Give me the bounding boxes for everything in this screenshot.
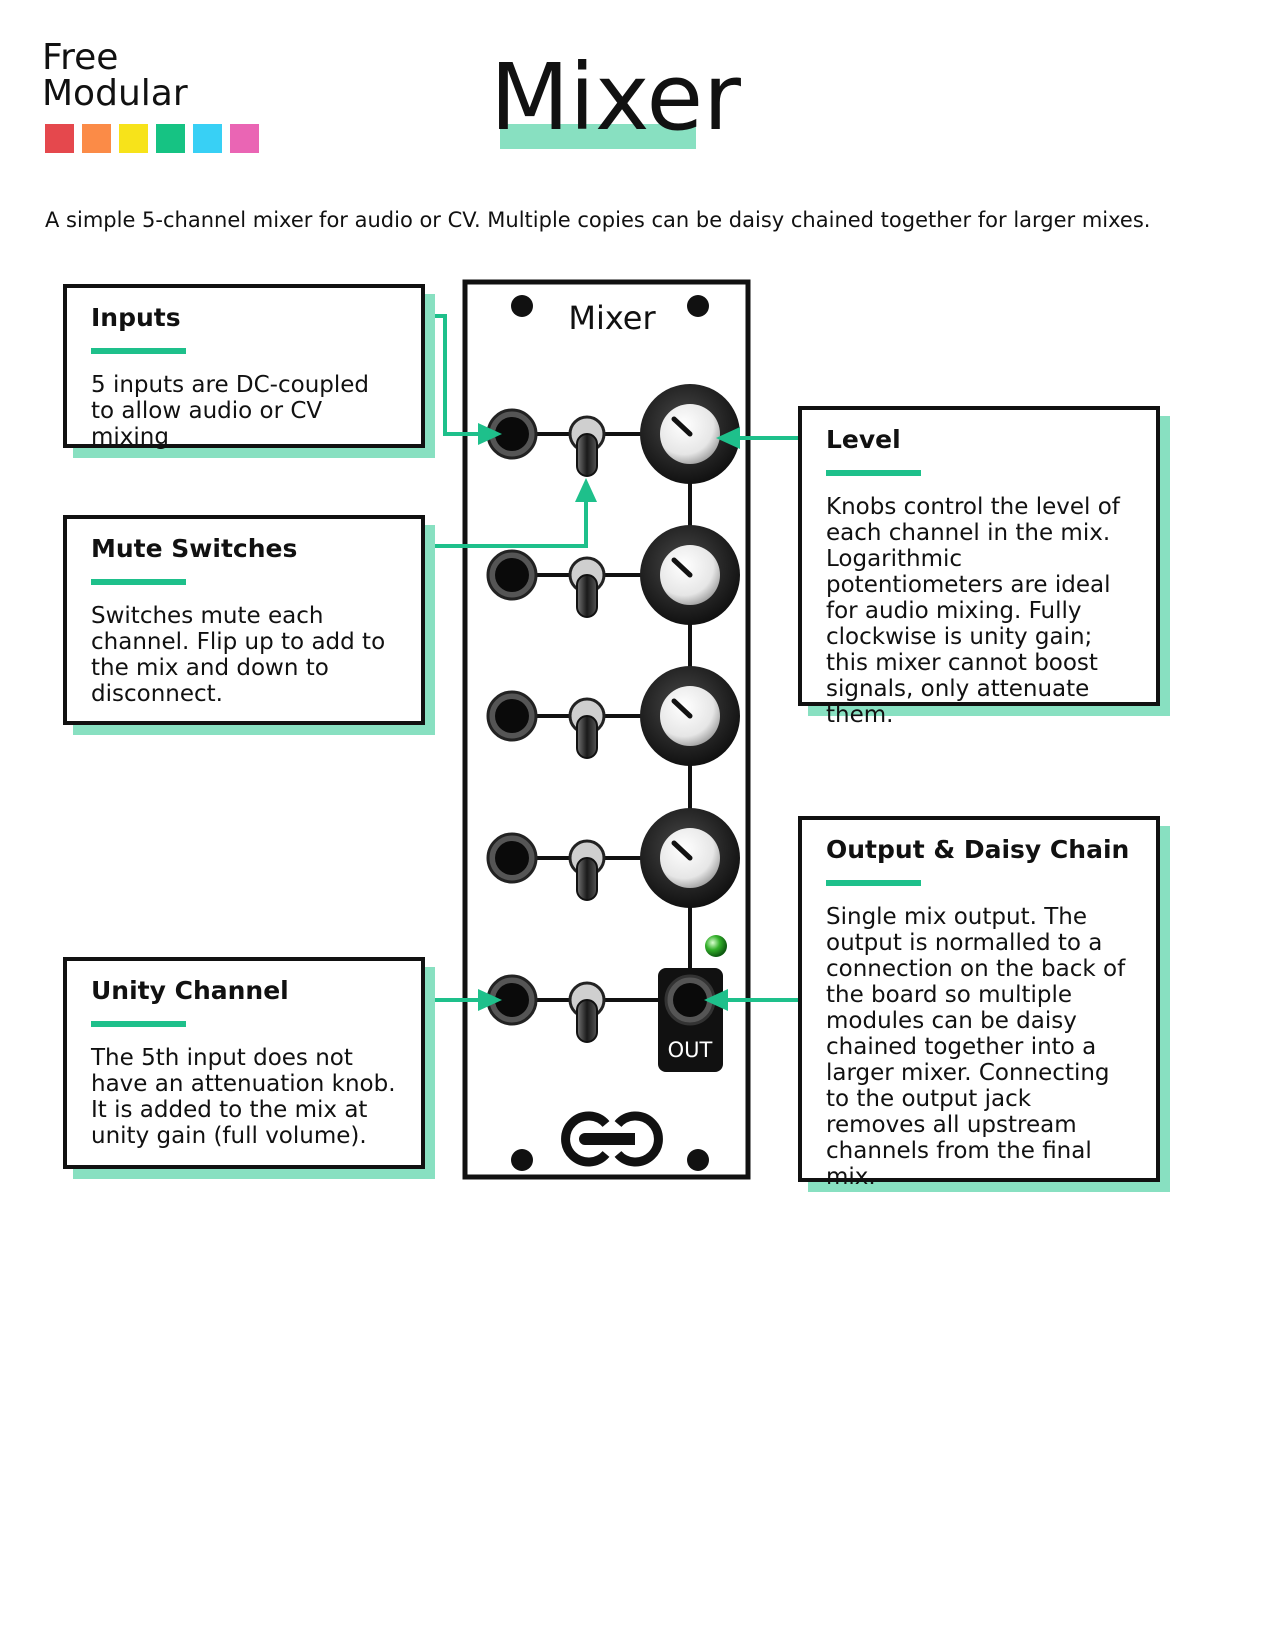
swatch-green — [156, 124, 185, 153]
callout-inputs: Inputs 5 inputs are DC-coupled to allow … — [63, 284, 425, 450]
swatch-yellow — [119, 124, 148, 153]
callout-level: Level Knobs control the level of each ch… — [798, 406, 1160, 728]
mounting-hole-top-right — [687, 295, 709, 317]
callout-title: Mute Switches — [91, 534, 298, 563]
callout-accent-bar — [826, 880, 921, 886]
arrow-output — [704, 989, 798, 1011]
input-jack-4[interactable] — [486, 832, 538, 884]
mute-switch-3[interactable] — [568, 697, 606, 759]
arrow-level — [716, 427, 798, 449]
page-description: A simple 5-channel mixer for audio or CV… — [45, 208, 1151, 232]
input-jack-5[interactable] — [486, 974, 538, 1026]
input-jack-1[interactable] — [486, 408, 538, 460]
callout-text: Knobs control the level of each channel … — [826, 494, 1120, 728]
callout-text: 5 inputs are DC-coupled to allow audio o… — [91, 372, 370, 450]
brand-line-1: Free — [42, 37, 119, 78]
arrow-unity — [423, 989, 502, 1011]
swatch-cyan — [193, 124, 222, 153]
input-jack-2[interactable] — [486, 549, 538, 601]
level-knob-2[interactable] — [640, 525, 740, 625]
callout-accent-bar — [91, 579, 186, 585]
arrow-mute — [423, 478, 597, 548]
callout-output-daisy-chain: Output & Daisy Chain Single mix output. … — [798, 816, 1160, 1190]
callout-unity-channel: Unity Channel The 5th input does not hav… — [63, 957, 425, 1169]
brand-line-2: Modular — [42, 73, 188, 114]
callout-text: The 5th input does not have an attenuati… — [91, 1045, 396, 1149]
arrow-inputs — [423, 314, 502, 445]
callout-mute-switches: Mute Switches Switches mute each channel… — [63, 515, 425, 725]
callout-title: Level — [826, 425, 901, 454]
callout-text: Single mix output. The output is normall… — [826, 904, 1126, 1190]
page-title: Mixer — [490, 44, 741, 151]
level-knob-3[interactable] — [640, 666, 740, 766]
mounting-hole-bottom-left — [511, 1149, 533, 1171]
swatch-red — [45, 124, 74, 153]
title-underline — [500, 124, 696, 149]
input-jack-3[interactable] — [486, 690, 538, 742]
callout-accent-bar — [91, 1021, 186, 1027]
panel-logo — [561, 1111, 663, 1167]
output-block: OUT — [658, 968, 723, 1072]
level-knob-4[interactable] — [640, 808, 740, 908]
mute-switch-5[interactable] — [568, 981, 606, 1043]
brand-logo: Free Modular — [42, 40, 188, 112]
mute-switch-1[interactable] — [568, 415, 606, 477]
callout-title: Unity Channel — [91, 976, 289, 1005]
callout-accent-bar — [826, 470, 921, 476]
callout-text: Switches mute each channel. Flip up to a… — [91, 603, 386, 707]
callout-accent-bar — [91, 348, 186, 354]
output-label: OUT — [668, 1038, 713, 1062]
mounting-hole-top-left — [511, 295, 533, 317]
callout-title: Output & Daisy Chain — [826, 835, 1130, 864]
level-knob-1[interactable] — [640, 384, 740, 484]
swatch-orange — [82, 124, 111, 153]
brand-color-swatches — [45, 124, 259, 153]
mute-switch-4[interactable] — [568, 839, 606, 901]
callout-title: Inputs — [91, 303, 181, 332]
output-led — [705, 935, 727, 957]
mounting-hole-bottom-right — [687, 1149, 709, 1171]
module-name-label: Mixer — [568, 299, 656, 337]
swatch-pink — [230, 124, 259, 153]
mute-switch-2[interactable] — [568, 556, 606, 618]
